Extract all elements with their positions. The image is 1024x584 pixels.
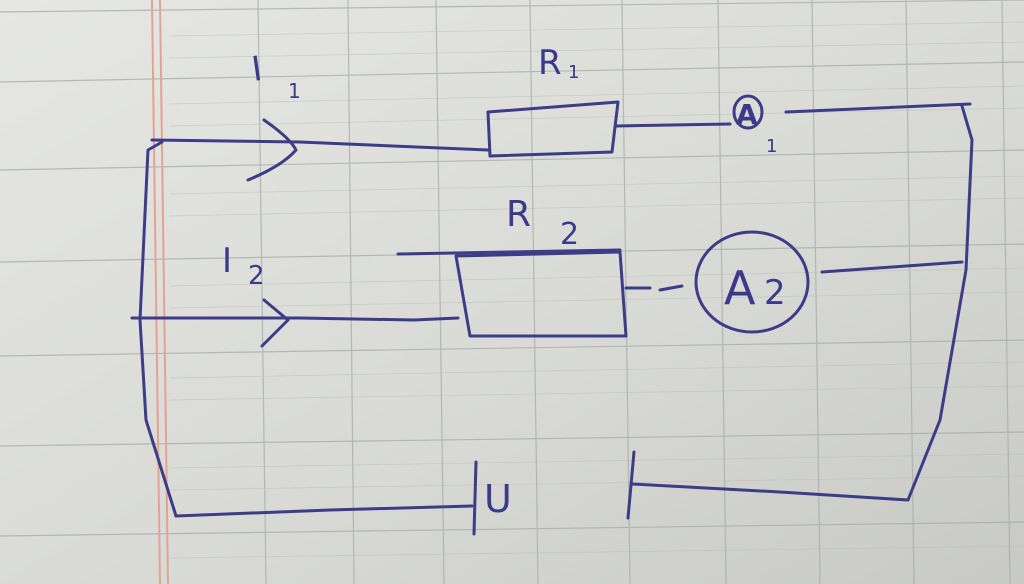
current-arrow-1 (246, 118, 298, 182)
wire-branch-1-left (150, 138, 490, 152)
wire-bottom-right (630, 482, 910, 502)
wire-branch-2-middle (624, 284, 684, 292)
wire-left (138, 140, 178, 518)
paper-fine-grid (169, 21, 1024, 559)
wire-branch-1-middle (614, 122, 732, 128)
label-i2: I (222, 241, 232, 281)
label-a2: A (724, 261, 756, 315)
label-i2-sub: 2 (248, 261, 265, 291)
label-r1-sub: 1 (568, 62, 579, 83)
label-r2-sub: 2 (560, 217, 579, 252)
ammeter-a2 (694, 230, 810, 334)
wire-bottom-left (174, 504, 474, 518)
wire-branch-2-top-stroke (396, 248, 622, 256)
ammeter-a1 (732, 94, 764, 130)
wire-branch-2-left (130, 316, 460, 322)
label-a1: A (736, 98, 758, 131)
label-r2: R (506, 194, 531, 235)
source-plates (472, 450, 636, 536)
resistor-r2 (454, 250, 628, 338)
wire-right (906, 104, 974, 502)
label-a1-sub: 1 (766, 136, 777, 157)
wire-branch-2-right (820, 260, 964, 274)
wire-branch-1-right (784, 102, 972, 114)
circuit-wires (130, 102, 974, 518)
label-r1: R (538, 43, 562, 83)
label-source: U (484, 477, 512, 521)
resistor-r1 (486, 100, 620, 158)
current-arrow-2 (260, 298, 290, 348)
label-i1-sub: 1 (288, 79, 301, 103)
label-a2-sub: 2 (764, 273, 786, 313)
